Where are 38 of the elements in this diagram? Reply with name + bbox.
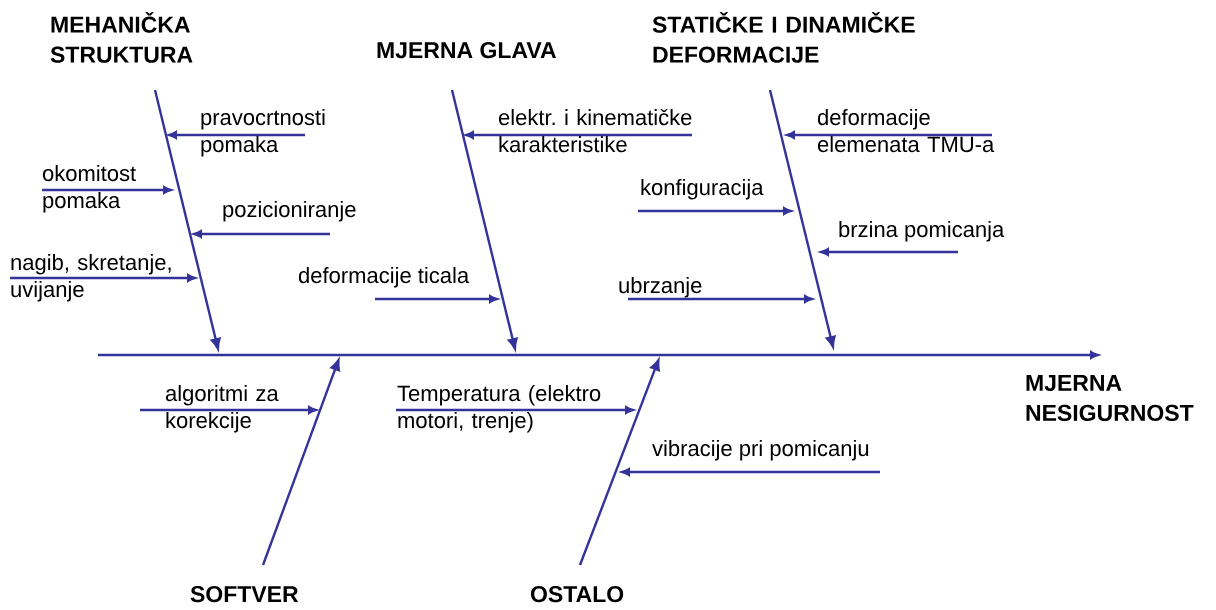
arrow [396, 406, 634, 414]
arrow [42, 186, 172, 194]
bone-arrow [153, 89, 221, 350]
arrow [820, 248, 958, 256]
cause-label: algoritmi za korekcije [165, 385, 279, 433]
category-label: SOFTVER [190, 586, 299, 603]
cause-label: vibracije pri pomicanju [652, 440, 869, 461]
category-label: OSTALO [530, 586, 624, 603]
arrow [10, 274, 196, 282]
category-label: MJERNA GLAVA [377, 42, 556, 59]
cause-label: pozicioniranje [223, 201, 356, 222]
arrow [375, 295, 498, 303]
arrow [786, 131, 992, 139]
bone-arrow [768, 89, 836, 348]
category-label: MEHANIČKA STRUKTURA [50, 12, 193, 63]
arrow [193, 230, 330, 238]
cause-label: ubrzanje [619, 277, 702, 298]
arrow [140, 406, 317, 414]
effect-label: MJERNA NESIGURNOST [1026, 375, 1194, 422]
category-label: STATIČKE I DINAMIČKE DEFORMACIJE [652, 12, 915, 63]
arrow [168, 131, 305, 139]
arrow [621, 468, 880, 476]
arrow [638, 207, 792, 215]
bone-arrow [450, 89, 518, 350]
cause-label: okomitost pomaka [42, 165, 136, 213]
spine-arrow [98, 351, 1099, 359]
arrow [465, 131, 692, 139]
cause-label: pravocrtnosti pomaka [201, 109, 325, 157]
bone-arrow [578, 359, 660, 566]
cause-label: Temperatura (elektro motori, trenje) [397, 385, 601, 433]
cause-label: deformacije elemenata TMU-a [817, 109, 995, 153]
cause-label: konfiguracija [641, 179, 764, 200]
cause-label: nagib, skretanje, uvijanje [11, 254, 171, 302]
cause-label: brzina pomicanja [839, 221, 1005, 242]
arrow [628, 295, 813, 303]
cause-label: deformacije ticala [298, 267, 470, 288]
bone-arrow [261, 359, 341, 566]
cause-label: elektr. i kinematičke karakteristike [498, 109, 692, 153]
